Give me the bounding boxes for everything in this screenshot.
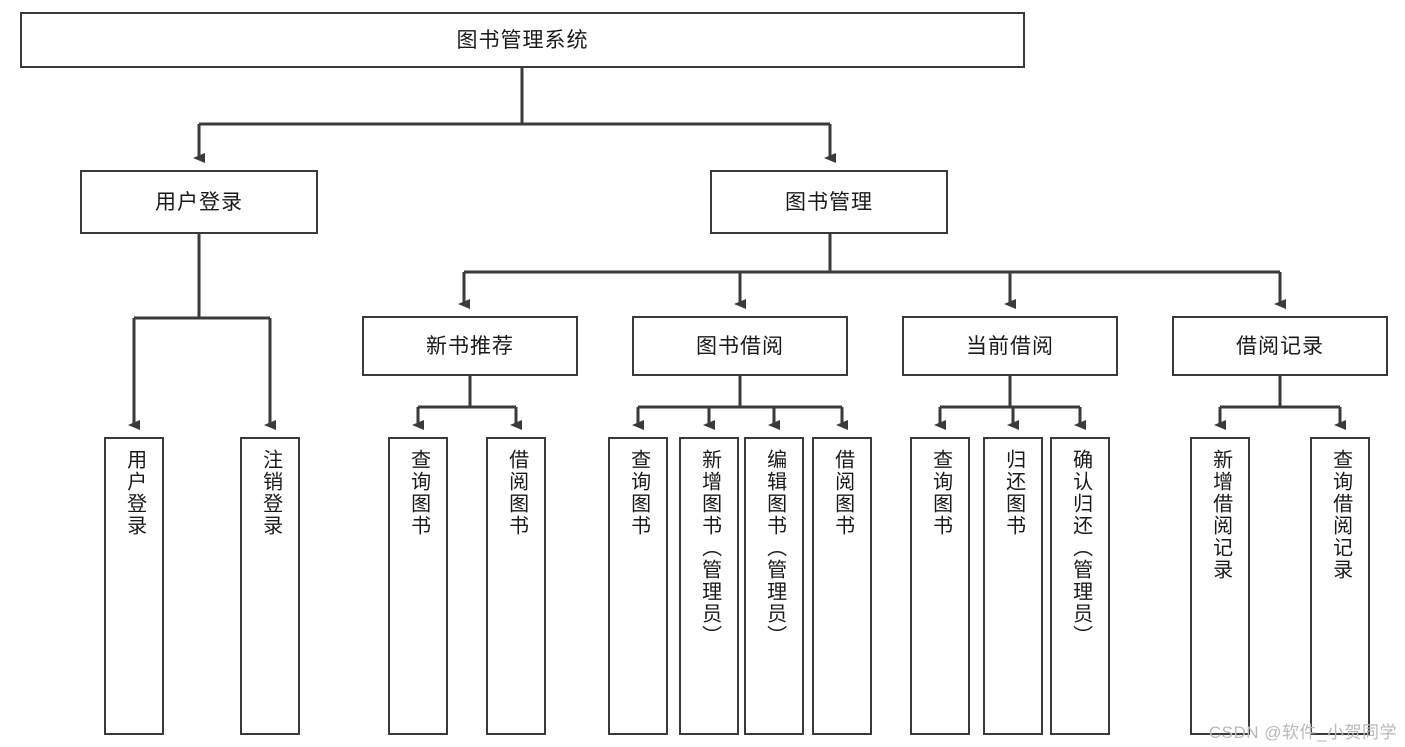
node-new-book-recommend-label: 新书推荐 (426, 334, 514, 358)
node-leaf-confirm-return-label: 确认归还（管理员） (1069, 449, 1092, 647)
node-leaf-return-book-label: 归还图书 (1002, 449, 1025, 537)
node-leaf-add-book[interactable]: 新增图书（管理员） (679, 437, 739, 735)
node-root-label: 图书管理系统 (456, 28, 589, 52)
node-leaf-return-book[interactable]: 归还图书 (983, 437, 1043, 735)
node-leaf-user-logout-label: 注销登录 (259, 449, 282, 537)
node-borrow-record-label: 借阅记录 (1236, 334, 1324, 358)
node-book-manage[interactable]: 图书管理 (710, 170, 948, 234)
node-leaf-borrow-book-1-label: 借阅图书 (505, 449, 528, 537)
node-leaf-query-book-3[interactable]: 查询图书 (910, 437, 970, 735)
node-root[interactable]: 图书管理系统 (20, 12, 1025, 68)
node-leaf-add-record-label: 新增借阅记录 (1209, 449, 1232, 581)
node-book-borrow-label: 图书借阅 (696, 334, 784, 358)
node-leaf-query-record-label: 查询借阅记录 (1329, 449, 1352, 581)
node-leaf-borrow-book-2-label: 借阅图书 (831, 449, 854, 537)
node-leaf-confirm-return[interactable]: 确认归还（管理员） (1050, 437, 1110, 735)
node-leaf-query-book-1[interactable]: 查询图书 (388, 437, 448, 735)
node-leaf-edit-book[interactable]: 编辑图书（管理员） (744, 437, 804, 735)
node-leaf-query-record[interactable]: 查询借阅记录 (1310, 437, 1370, 735)
node-leaf-query-book-2-label: 查询图书 (627, 449, 650, 537)
node-user-login-label: 用户登录 (155, 190, 243, 214)
node-new-book-recommend[interactable]: 新书推荐 (362, 316, 578, 376)
node-current-borrow-label: 当前借阅 (966, 334, 1054, 358)
node-leaf-edit-book-label: 编辑图书（管理员） (763, 449, 786, 647)
node-leaf-user-logout[interactable]: 注销登录 (240, 437, 300, 735)
watermark-text: CSDN @软件_小贺同学 (1208, 723, 1397, 742)
node-book-manage-label: 图书管理 (785, 190, 873, 214)
node-leaf-query-book-1-label: 查询图书 (407, 449, 430, 537)
node-leaf-borrow-book-2[interactable]: 借阅图书 (812, 437, 872, 735)
node-user-login[interactable]: 用户登录 (80, 170, 318, 234)
node-leaf-borrow-book-1[interactable]: 借阅图书 (486, 437, 546, 735)
node-borrow-record[interactable]: 借阅记录 (1172, 316, 1388, 376)
node-leaf-add-book-label: 新增图书（管理员） (698, 449, 721, 647)
node-leaf-query-book-2[interactable]: 查询图书 (608, 437, 668, 735)
node-leaf-add-record[interactable]: 新增借阅记录 (1190, 437, 1250, 735)
node-book-borrow[interactable]: 图书借阅 (632, 316, 848, 376)
node-leaf-user-login[interactable]: 用户登录 (104, 437, 164, 735)
node-leaf-user-login-label: 用户登录 (123, 449, 146, 537)
node-current-borrow[interactable]: 当前借阅 (902, 316, 1118, 376)
node-leaf-query-book-3-label: 查询图书 (929, 449, 952, 537)
